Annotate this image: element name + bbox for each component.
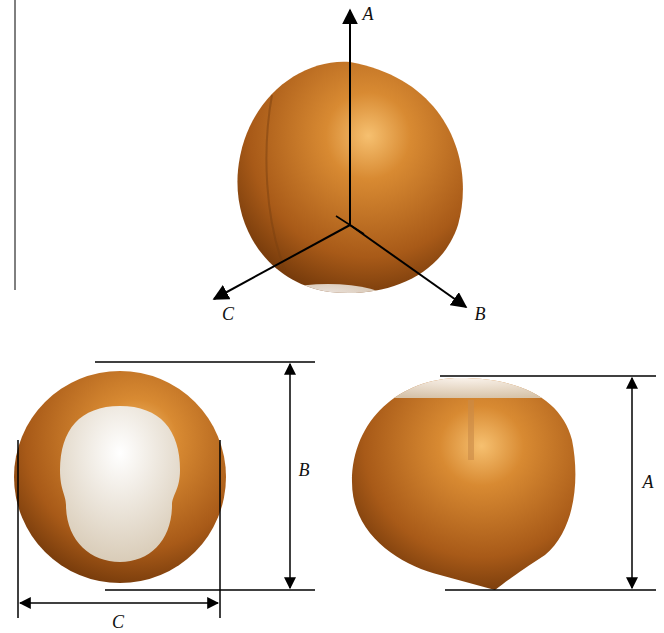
frame-rule bbox=[15, 0, 16, 290]
axes bbox=[214, 10, 466, 307]
axis-label: B bbox=[475, 305, 486, 323]
axis-label: A bbox=[363, 5, 374, 23]
dimension-label: B bbox=[299, 461, 310, 479]
axis-label: C bbox=[222, 305, 234, 323]
dimension-label: A bbox=[643, 473, 654, 491]
dimension-label: C bbox=[112, 613, 124, 631]
dimension-lines bbox=[18, 362, 315, 618]
nut-top-view bbox=[14, 371, 226, 583]
nut-side-view bbox=[340, 370, 590, 590]
dimension-lines bbox=[440, 376, 656, 590]
